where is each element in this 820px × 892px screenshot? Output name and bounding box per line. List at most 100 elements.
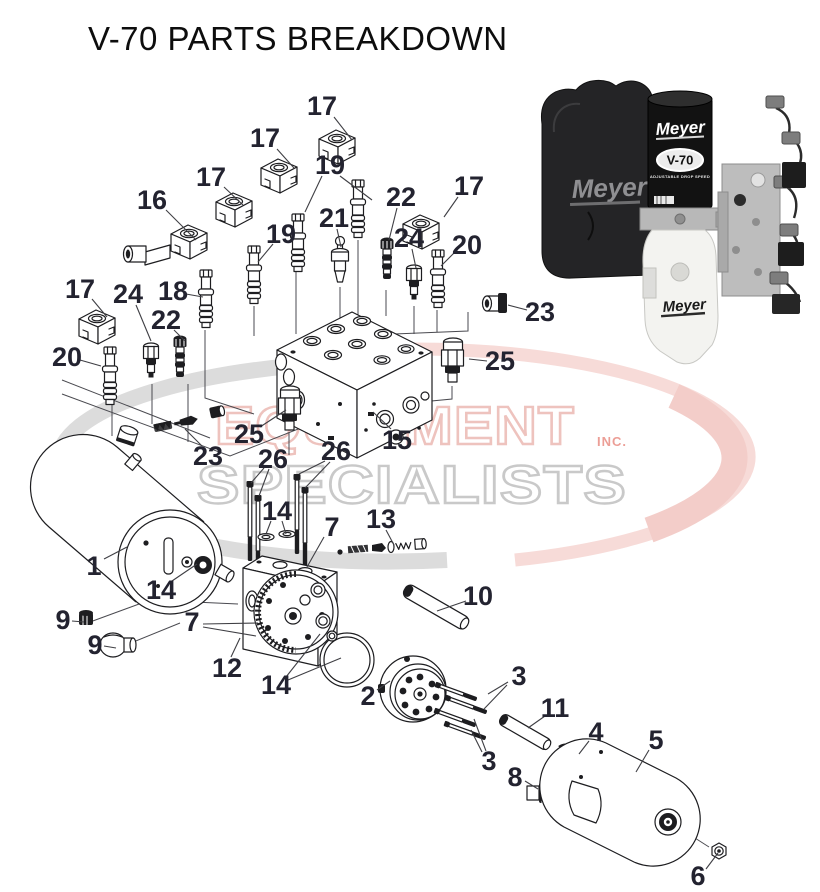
leader-line bbox=[71, 620, 85, 623]
callout-5: 5 bbox=[648, 725, 663, 755]
leader-line bbox=[223, 186, 244, 206]
callout-9: 9 bbox=[87, 630, 102, 660]
callout-23: 23 bbox=[193, 441, 223, 471]
callout-17: 17 bbox=[454, 171, 484, 201]
block-right-face-ports bbox=[364, 391, 430, 445]
leader-line bbox=[376, 680, 391, 691]
leader-line bbox=[336, 228, 342, 248]
leader-line bbox=[306, 536, 325, 568]
part-coil bbox=[78, 309, 116, 345]
leader-line bbox=[265, 520, 272, 535]
leader-line bbox=[304, 461, 331, 489]
callout-14: 14 bbox=[262, 496, 292, 526]
leader-line bbox=[487, 681, 509, 695]
part-nut bbox=[711, 842, 727, 860]
photo-model-badge: V-70 bbox=[667, 153, 694, 168]
part-cartridge-valve bbox=[245, 245, 263, 305]
watermark-word-specialists: SPECIALISTS bbox=[197, 455, 627, 515]
callout-15: 15 bbox=[382, 425, 412, 455]
callout-10: 10 bbox=[463, 581, 493, 611]
callout-8: 8 bbox=[507, 762, 522, 792]
callout-1: 1 bbox=[86, 551, 101, 581]
part-cartridge-valve bbox=[101, 346, 119, 406]
callout-17: 17 bbox=[307, 91, 337, 121]
leader-line bbox=[411, 248, 417, 269]
callout-26: 26 bbox=[321, 436, 351, 466]
leader-line bbox=[103, 645, 117, 649]
photo-tank-brand: Meyer bbox=[662, 296, 708, 316]
part-ribbed-valve bbox=[172, 334, 188, 378]
callout-17: 17 bbox=[196, 162, 226, 192]
callout-24: 24 bbox=[394, 223, 424, 253]
leader-line bbox=[470, 729, 483, 753]
part-tube-short bbox=[498, 714, 552, 751]
part-coil bbox=[260, 158, 298, 194]
photo-connectors bbox=[765, 95, 806, 314]
callout-6: 6 bbox=[690, 861, 705, 891]
callout-3: 3 bbox=[481, 746, 496, 776]
part-motor bbox=[29, 433, 223, 615]
leader-line bbox=[372, 411, 392, 430]
leader-line bbox=[287, 657, 342, 681]
part-cartridge-valve bbox=[197, 269, 215, 329]
part-pump-block bbox=[242, 555, 339, 667]
leader-line bbox=[103, 546, 128, 560]
part-o-rings bbox=[315, 613, 375, 688]
leader-line bbox=[202, 626, 257, 637]
exploded-diagram bbox=[29, 129, 727, 867]
leader-line bbox=[483, 684, 508, 710]
part-coil bbox=[215, 192, 253, 228]
leader-line bbox=[385, 529, 395, 546]
leader-line bbox=[468, 358, 488, 362]
leader-line bbox=[281, 520, 287, 535]
callout-14: 14 bbox=[146, 575, 176, 605]
photo-motor: Meyer V-70 ADJUSTABLE DROP SPEED bbox=[647, 90, 713, 209]
check-valve-poppet bbox=[173, 415, 198, 426]
part-hex-plug bbox=[440, 337, 465, 383]
leader-line bbox=[258, 468, 270, 497]
leader-line bbox=[440, 251, 456, 267]
leader-line bbox=[202, 622, 259, 625]
leader-line bbox=[473, 718, 487, 752]
check-valve-spring bbox=[153, 420, 173, 432]
callout-20: 20 bbox=[52, 342, 82, 372]
leader-line bbox=[339, 175, 373, 201]
part-valve-block bbox=[274, 311, 433, 459]
callout-18: 18 bbox=[158, 276, 188, 306]
leader-line bbox=[443, 196, 459, 218]
leader-line bbox=[250, 467, 265, 484]
part-tube-long bbox=[402, 584, 470, 630]
callout-13: 13 bbox=[366, 504, 396, 534]
callout-11: 11 bbox=[541, 693, 570, 723]
leader-line bbox=[304, 175, 323, 213]
photo-cover-brand: Meyer bbox=[571, 171, 649, 204]
callout-2: 2 bbox=[360, 681, 375, 711]
leader-line bbox=[135, 304, 152, 342]
callout-26: 26 bbox=[258, 444, 288, 474]
part-pump-assembly bbox=[378, 655, 447, 723]
leader-line bbox=[91, 298, 108, 318]
leader-line bbox=[705, 852, 719, 870]
callout-24: 24 bbox=[113, 279, 143, 309]
part-cartridge-valve bbox=[429, 249, 447, 309]
part-ribbed-valve bbox=[379, 236, 395, 280]
callout-4: 4 bbox=[588, 717, 603, 747]
part-check-valve-kit bbox=[115, 405, 226, 447]
leader-line bbox=[185, 293, 204, 298]
leader-line bbox=[298, 460, 326, 475]
leader-line bbox=[230, 637, 241, 658]
page-title: V-70 PARTS BREAKDOWN bbox=[88, 20, 508, 57]
leader-line bbox=[276, 148, 295, 169]
callout-17: 17 bbox=[65, 274, 95, 304]
leader-line bbox=[635, 749, 650, 773]
callout-19: 19 bbox=[266, 219, 296, 249]
photo-motor-brand: Meyer bbox=[655, 117, 706, 139]
part-washers bbox=[257, 529, 296, 541]
leader-line bbox=[436, 600, 467, 612]
watermark-word-inc: INC. bbox=[597, 434, 627, 449]
leader-line bbox=[524, 780, 539, 790]
leader-line bbox=[165, 209, 197, 241]
leader-line bbox=[507, 304, 528, 311]
